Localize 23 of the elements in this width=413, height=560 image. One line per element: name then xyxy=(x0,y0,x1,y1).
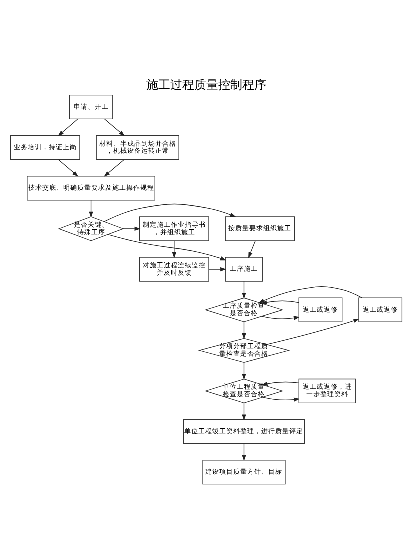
arrow xyxy=(242,280,246,298)
arrow xyxy=(58,118,78,136)
arrow xyxy=(104,159,125,176)
arrow xyxy=(262,381,300,386)
arrow xyxy=(108,234,226,260)
arrow xyxy=(58,159,79,176)
arrow xyxy=(172,240,176,258)
arrow xyxy=(242,321,246,340)
arrow xyxy=(89,200,94,218)
arrow xyxy=(208,266,227,272)
arrow xyxy=(248,240,256,258)
arrow xyxy=(258,286,363,303)
arrow xyxy=(123,226,141,231)
arrow xyxy=(262,396,300,402)
arrow xyxy=(261,300,300,304)
arrow xyxy=(242,442,246,461)
arrow xyxy=(104,118,126,136)
diagram-title: 施工过程质量控制程序 xyxy=(146,77,266,92)
arrow xyxy=(242,402,246,420)
arrow xyxy=(262,316,300,320)
arrow xyxy=(266,318,360,345)
arrow xyxy=(242,362,246,380)
arrow xyxy=(104,203,236,222)
